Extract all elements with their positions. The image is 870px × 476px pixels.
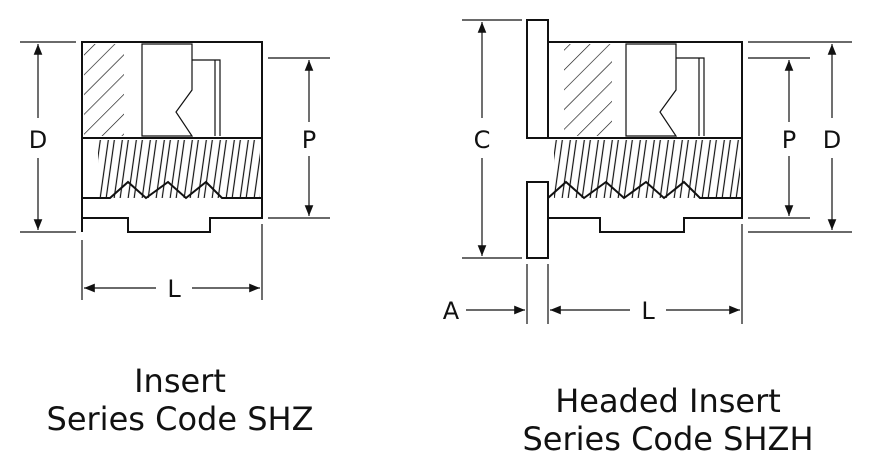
shzh-insert-drawing: C P D A L xyxy=(443,19,852,325)
shz-caption-line2: Series Code SHZ xyxy=(46,400,314,438)
shzh-caption-line2: Series Code SHZH xyxy=(522,420,814,458)
shzh-caption: Headed Insert Series Code SHZH xyxy=(508,382,828,458)
shz-upper-bore xyxy=(192,59,221,136)
shzh-dim-d-label: D xyxy=(823,126,841,154)
shz-caption-line1: Insert xyxy=(134,362,226,400)
shzh-upper-knurl-hatch xyxy=(625,43,678,137)
shz-insert-drawing: D P L xyxy=(20,41,330,303)
shzh-caption-line1: Headed Insert xyxy=(555,382,781,420)
shzh-upper-hatch-outer xyxy=(564,44,612,136)
shz-upper-knurl-hatch xyxy=(141,43,194,137)
shz-thread-zone xyxy=(98,140,260,198)
shzh-thread-zone xyxy=(554,140,740,198)
shz-dim-p-label: P xyxy=(302,126,316,154)
shzh-dim-a-label: A xyxy=(443,297,460,325)
shz-lower-body xyxy=(81,180,263,233)
shzh-dim-l-label: L xyxy=(641,297,655,325)
shz-upper-hatch-outer xyxy=(84,44,124,136)
shz-dim-l-label: L xyxy=(167,275,181,303)
shzh-upper-bore xyxy=(676,57,705,136)
shzh-head-flange xyxy=(526,19,549,139)
shzh-dim-c-label: C xyxy=(474,126,491,154)
shz-caption: Insert Series Code SHZ xyxy=(40,362,320,438)
shz-dim-d-label: D xyxy=(29,126,47,154)
shzh-lower-body xyxy=(547,180,743,233)
shzh-dim-p-label: P xyxy=(782,126,796,154)
shzh-head-flange-lower xyxy=(526,181,549,259)
